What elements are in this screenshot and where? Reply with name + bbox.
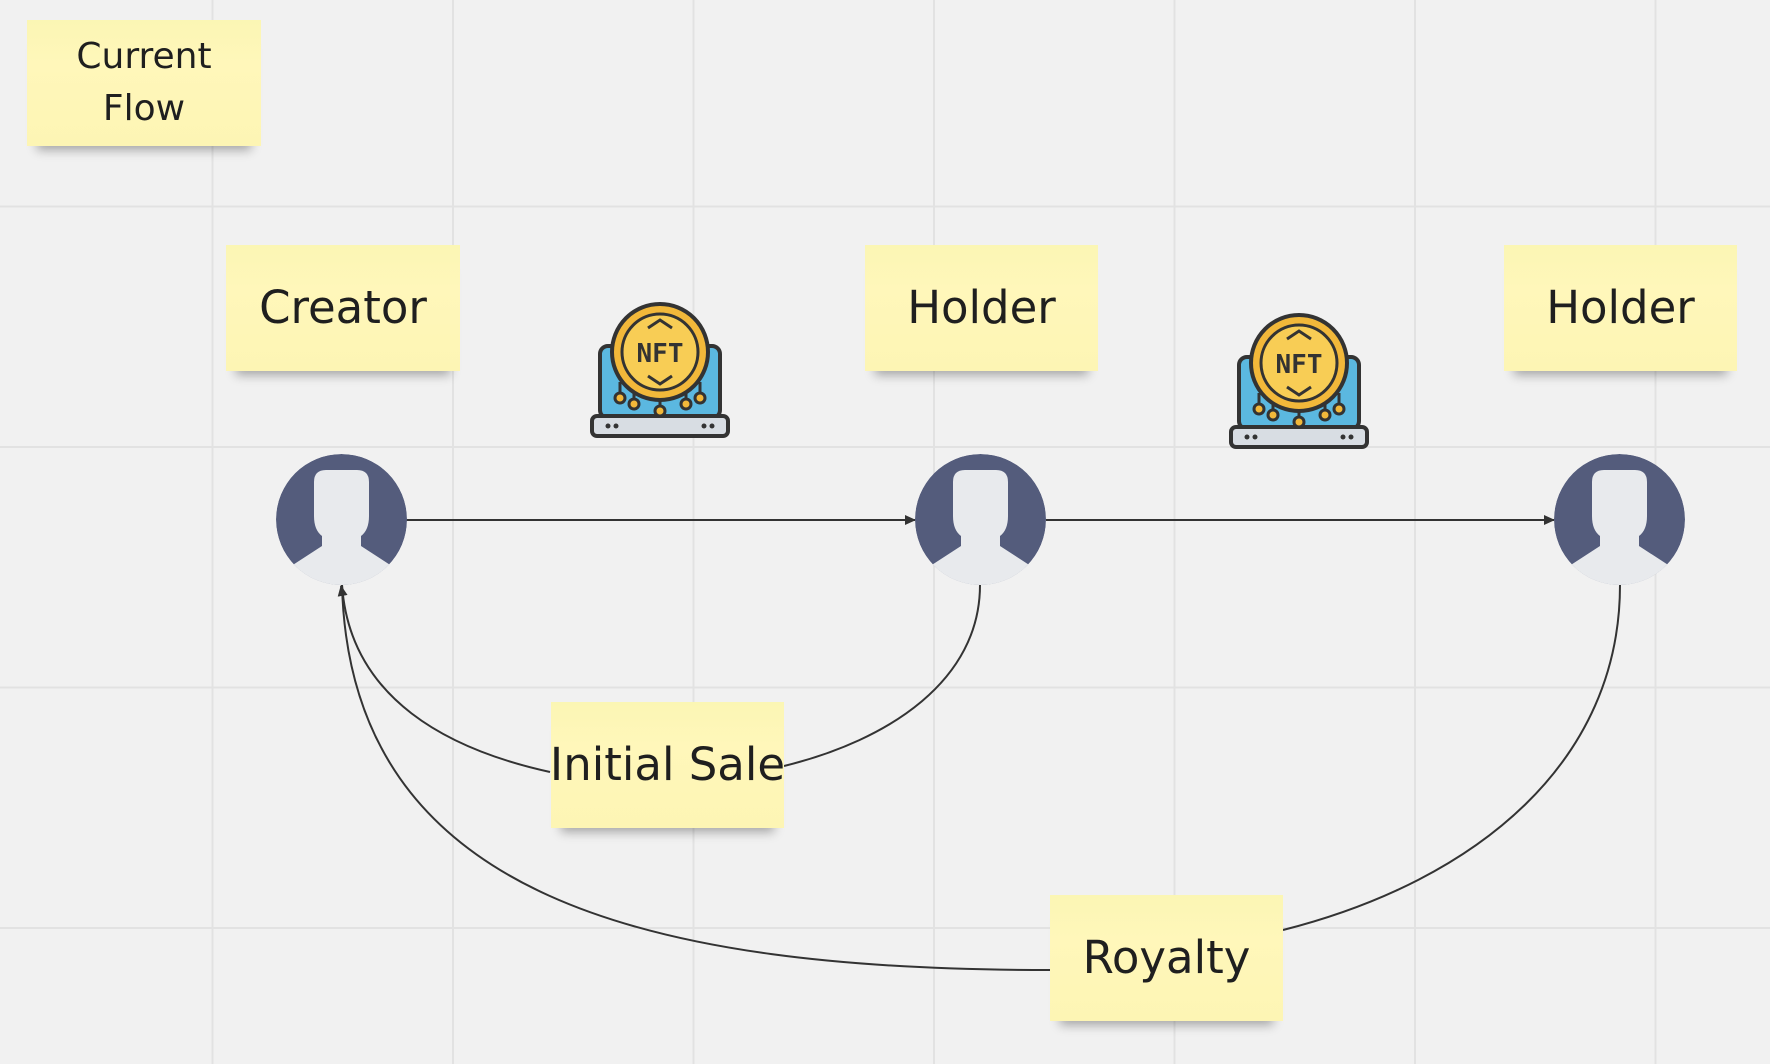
holder-sticky-2[interactable]: Holder xyxy=(1504,245,1737,371)
creator-sticky[interactable]: Creator xyxy=(226,245,460,371)
current-flow-text: Current Flow xyxy=(76,36,212,129)
initial-sale-connector-in[interactable] xyxy=(341,584,551,773)
creator-avatar-icon[interactable] xyxy=(276,454,407,585)
current-flow-sticky[interactable]: Current Flow xyxy=(27,20,261,146)
nft-laptop-icon-2[interactable]: NFT xyxy=(1229,311,1369,451)
nft-laptop-icon-1[interactable]: NFT xyxy=(590,300,730,440)
royalty-connector-in[interactable] xyxy=(341,584,1051,971)
holder-label-2: Holder xyxy=(1546,281,1695,334)
royalty-connector-out[interactable] xyxy=(1272,584,1621,938)
initial-sale-connector-out[interactable] xyxy=(783,584,981,767)
royalty-sticky[interactable]: Royalty xyxy=(1050,895,1283,1021)
royalty-label: Royalty xyxy=(1082,931,1251,984)
holder-avatar-icon-2[interactable] xyxy=(1554,454,1685,585)
royalty-arrowhead-end xyxy=(337,585,348,597)
holder-label-1: Holder xyxy=(907,281,1056,334)
nft-badge-text-2: NFT xyxy=(1276,350,1323,380)
holder-sticky-1[interactable]: Holder xyxy=(865,245,1098,371)
initial-sale-label: Initial Sale xyxy=(549,738,786,791)
creator-label: Creator xyxy=(259,281,427,334)
holder-avatar-icon-1[interactable] xyxy=(915,454,1046,585)
nft-badge-text-1: NFT xyxy=(637,339,684,369)
initial-sale-sticky[interactable]: Initial Sale xyxy=(549,702,786,828)
